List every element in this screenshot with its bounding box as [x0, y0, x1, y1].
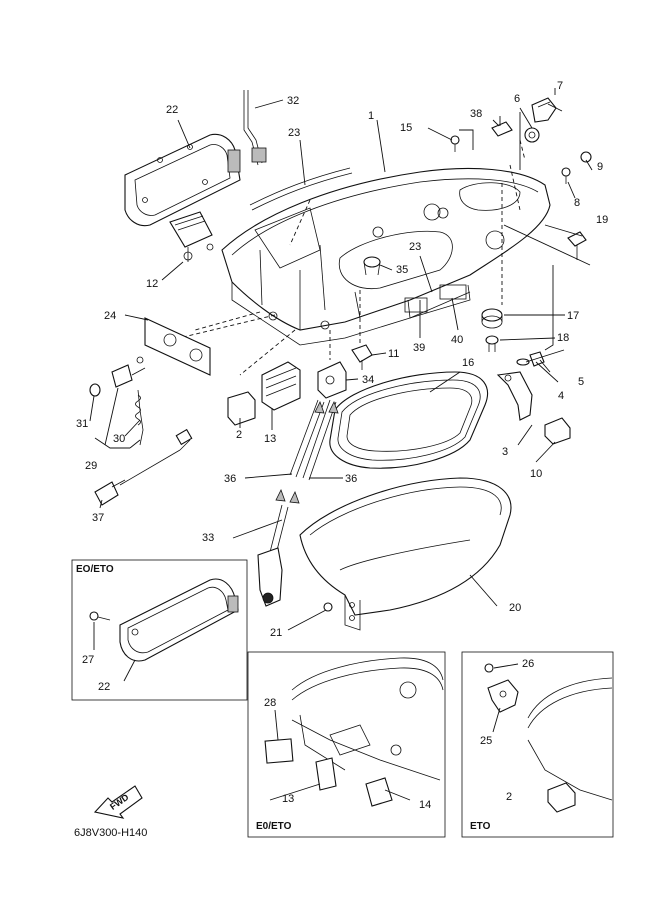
inset-middle: [247, 651, 446, 838]
bolt-11: [351, 344, 373, 370]
callout-40: 40: [451, 334, 463, 346]
clip-3: [496, 371, 533, 421]
callout-numbers: 1 2 2 3 4 5 6 7 8 9 10 11 12 13 13 14 15…: [76, 80, 608, 811]
grommet-9: [580, 151, 592, 163]
bracket-12: [169, 211, 214, 262]
callout-1: 1: [368, 110, 374, 122]
callout-27: 27: [82, 654, 94, 666]
callout-35: 35: [396, 264, 408, 276]
callout-19: 19: [596, 214, 608, 226]
cap-2: [227, 391, 256, 426]
callout-32: 32: [287, 95, 299, 107]
callout-17: 17: [567, 310, 579, 322]
callout-18: 18: [557, 332, 569, 344]
lever-33: [257, 504, 289, 607]
callout-21: 21: [270, 627, 282, 639]
callout-16: 16: [462, 357, 474, 369]
leader-frame: [459, 88, 591, 351]
switch-assembly: [89, 356, 193, 506]
callout-26: 26: [522, 658, 534, 670]
top-cover: [124, 133, 241, 227]
grommet-5: [529, 351, 545, 367]
bottom-cowling: [221, 167, 551, 346]
leader-lines: [89, 99, 593, 801]
callout-15: 15: [400, 122, 412, 134]
callout-36: 36: [345, 473, 357, 485]
callout-30: 30: [113, 433, 125, 445]
grommet-6: [524, 127, 540, 143]
callout-22: 22: [98, 681, 110, 693]
wire-32: [243, 90, 267, 166]
screw-21: [323, 602, 333, 612]
callout-33: 33: [202, 532, 214, 544]
callout-36: 36: [224, 473, 236, 485]
inset-label-right: ETO: [470, 821, 491, 832]
callout-38: 38: [470, 108, 482, 120]
callout-8: 8: [574, 197, 580, 209]
rods-36: [275, 399, 339, 504]
callout-14: 14: [419, 799, 431, 811]
label-38: [491, 121, 513, 137]
callout-25: 25: [480, 735, 492, 747]
collar-35: [363, 256, 381, 276]
inset-left: [71, 559, 248, 701]
callout-11: 11: [388, 348, 399, 360]
callout-10: 10: [530, 468, 542, 480]
inset-right: [461, 651, 614, 838]
drawing-code: 6J8V300-H140: [74, 827, 147, 839]
callout-7: 7: [557, 80, 563, 92]
callout-6: 6: [514, 93, 520, 105]
callout-13: 13: [264, 433, 276, 445]
inset-label-left: EO/ETO: [76, 564, 114, 575]
callout-22: 22: [166, 104, 178, 116]
plate-24: [144, 317, 211, 376]
cap-10: [544, 417, 571, 445]
inset-label-middle: E0/ETO: [256, 821, 292, 832]
grommet-17: [481, 308, 503, 329]
callout-37: 37: [92, 512, 104, 524]
grommet-strip-23: [249, 167, 353, 211]
callout-12: 12: [146, 278, 158, 290]
callout-28: 28: [264, 697, 276, 709]
callout-24: 24: [104, 310, 116, 322]
callout-3: 3: [502, 446, 508, 458]
callout-29: 29: [85, 460, 97, 472]
callout-13: 13: [282, 793, 294, 805]
callout-23: 23: [409, 241, 421, 253]
washer-4: [516, 358, 530, 366]
screw-15: [450, 135, 460, 152]
lower-pan: [299, 477, 512, 631]
screw-8: [561, 167, 571, 184]
link-34: [317, 361, 347, 399]
callout-9: 9: [597, 161, 603, 173]
fwd-arrow-icon: FWD: [93, 785, 143, 819]
grommet-13: [261, 361, 301, 411]
callout-23: 23: [288, 127, 300, 139]
callout-31: 31: [76, 418, 88, 430]
callout-34: 34: [362, 374, 374, 386]
seal: [329, 371, 489, 469]
callout-5: 5: [578, 376, 584, 388]
callout-2: 2: [236, 429, 242, 441]
callout-20: 20: [509, 602, 521, 614]
bushing-18: [485, 335, 499, 352]
bracket-7: [531, 97, 557, 123]
callout-4: 4: [558, 390, 564, 402]
callout-39: 39: [413, 342, 425, 354]
callout-2: 2: [506, 791, 512, 803]
